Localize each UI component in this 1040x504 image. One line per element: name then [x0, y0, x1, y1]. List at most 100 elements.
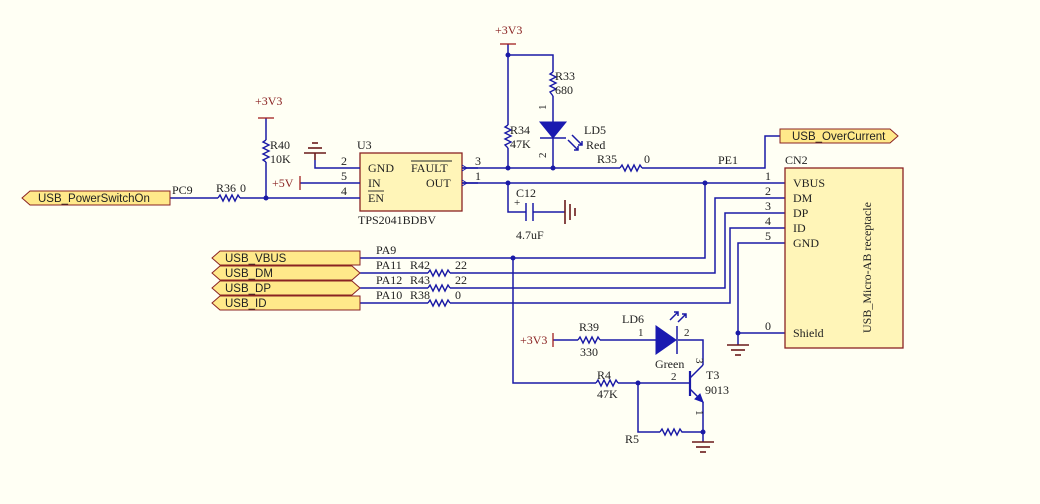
- junction: [263, 195, 269, 201]
- resistor-r33-value: 680: [555, 83, 573, 97]
- led-ld5-ref: LD5: [584, 123, 606, 137]
- resistor-r34-ref: R34: [510, 123, 530, 137]
- ic-u3[interactable]: [338, 152, 478, 212]
- resistor-r36-symbol: [217, 193, 241, 203]
- ic-u3-ref: U3: [357, 138, 372, 152]
- resistor-r38-ref: R38: [410, 288, 430, 302]
- resistor-r34-symbol: [503, 124, 513, 149]
- port-label: USB_OverCurrent: [792, 131, 886, 143]
- resistor-r35-ref: R35: [597, 152, 617, 166]
- led-ld6-pin: 2: [684, 327, 690, 339]
- capacitor-polarity-mark: +: [514, 197, 520, 209]
- transistor-t3-pin: 3: [693, 358, 705, 364]
- connector-cn2-pin-vbus: VBUS: [793, 176, 825, 190]
- led-ld5-pin: 2: [537, 153, 549, 159]
- net-label-pa10: PA10: [376, 288, 402, 302]
- net-label-pa11: PA11: [376, 258, 402, 272]
- ic-u3-pinnum: 1: [475, 169, 481, 183]
- connector-cn2[interactable]: [784, 167, 904, 349]
- resistor-r4-ref: R4: [597, 368, 611, 382]
- port-label: USB_DM: [225, 268, 273, 280]
- port-usb-dp[interactable]: [211, 280, 361, 296]
- resistor-r35-symbol: [619, 163, 643, 173]
- power-label-3v3: +3V3: [255, 94, 282, 108]
- ic-u3-pin-in: IN: [368, 176, 381, 190]
- ic-u3-pinnum: 2: [341, 154, 347, 168]
- transistor-t3-pin: 1: [693, 410, 705, 416]
- power-symbols: [258, 43, 554, 347]
- ic-u3-pinnum: 5: [341, 169, 347, 183]
- resistors: [217, 71, 683, 437]
- led-ld5-symbol: [538, 110, 583, 152]
- net-label-pa12: PA12: [376, 273, 402, 287]
- resistor-r4-symbol: [595, 378, 619, 388]
- ground-icon: [564, 200, 576, 224]
- connector-cn2-pinnum: 1: [765, 169, 771, 183]
- resistor-r42-symbol: [427, 268, 451, 278]
- resistor-r42-value: 22: [455, 258, 467, 272]
- port-usb-overcurrent[interactable]: [779, 128, 899, 144]
- resistor-r43-value: 22: [455, 273, 467, 287]
- connector-cn2-pin-dm: DM: [793, 191, 813, 205]
- power-label-3v3: +3V3: [520, 333, 547, 347]
- resistor-r36-ref: R36: [216, 181, 236, 195]
- connector-cn2-pin-dp: DP: [793, 206, 809, 220]
- resistor-r40-value: 10K: [270, 152, 291, 166]
- capacitor-c12: +: [514, 197, 538, 221]
- connector-cn2-pin-gnd: GND: [793, 236, 819, 250]
- junction: [702, 180, 708, 186]
- port-label: USB_PowerSwitchOn: [38, 193, 150, 205]
- port-usb-id[interactable]: [211, 295, 361, 311]
- connector-cn2-ref: CN2: [785, 153, 808, 167]
- resistor-r39-symbol: [577, 335, 601, 345]
- junction: [735, 330, 741, 336]
- junction: [700, 429, 706, 435]
- port-usb-vbus[interactable]: [211, 250, 361, 266]
- connector-cn2-pin-shield: Shield: [793, 326, 824, 340]
- resistor-r40-symbol: [261, 139, 271, 163]
- connector-cn2-part: USB_Micro-AB receptacle: [860, 202, 874, 333]
- capacitor-c12-value: 4.7uF: [516, 228, 544, 242]
- resistor-r4-value: 47K: [597, 387, 618, 401]
- port-usb-dm[interactable]: [211, 265, 361, 281]
- connector-cn2-pin-id: ID: [793, 221, 806, 235]
- led-ld5-value: Red: [586, 138, 605, 152]
- ic-u3-pin-fault: FAULT: [411, 161, 448, 175]
- connector-cn2-pinnum: 4: [765, 214, 771, 228]
- capacitor-c12-ref: C12: [516, 186, 536, 200]
- resistor-r43-symbol: [427, 283, 451, 293]
- power-label-5v: +5V: [272, 176, 294, 190]
- wires: [170, 44, 785, 442]
- ic-u3-pin-en: EN: [368, 191, 384, 205]
- port-label: USB_ID: [225, 298, 267, 310]
- ic-u3-pin-gnd: GND: [368, 161, 394, 175]
- resistor-r42-ref: R42: [410, 258, 430, 272]
- resistor-r40-ref: R40: [270, 138, 290, 152]
- transistor-t3-value: 9013: [705, 383, 729, 397]
- resistor-r43-ref: R43: [410, 273, 430, 287]
- net-label-pc9: PC9: [172, 183, 193, 197]
- ic-u3-pin-out: OUT: [426, 176, 451, 190]
- led-ld6-pin: 1: [638, 327, 644, 339]
- ic-u3-part: TPS2041BDBV: [358, 213, 436, 227]
- port-label: USB_DP: [225, 283, 271, 295]
- ic-u3-pinnum: 4: [341, 184, 347, 198]
- connector-cn2-pinnum: 5: [765, 229, 771, 243]
- net-label-pa9: PA9: [376, 243, 396, 257]
- resistor-r39-value: 330: [580, 345, 598, 359]
- ground-icon: [304, 142, 326, 160]
- connector-cn2-pinnum: 0: [765, 319, 771, 333]
- resistor-r5-ref: R5: [625, 432, 639, 446]
- port-label: USB_VBUS: [225, 253, 287, 265]
- led-ld5-pin: 1: [537, 105, 549, 111]
- junction: [510, 255, 516, 261]
- power-label-3v3: +3V3: [495, 23, 522, 37]
- resistor-r38-value: 0: [455, 288, 461, 302]
- junction: [550, 165, 556, 171]
- junction: [505, 165, 511, 171]
- port-usb-powerswitchon[interactable]: [21, 190, 171, 206]
- resistor-r33-ref: R33: [555, 69, 575, 83]
- ground-icon: [727, 344, 749, 356]
- ground-icon: [692, 441, 714, 453]
- resistor-r38-symbol: [427, 298, 451, 308]
